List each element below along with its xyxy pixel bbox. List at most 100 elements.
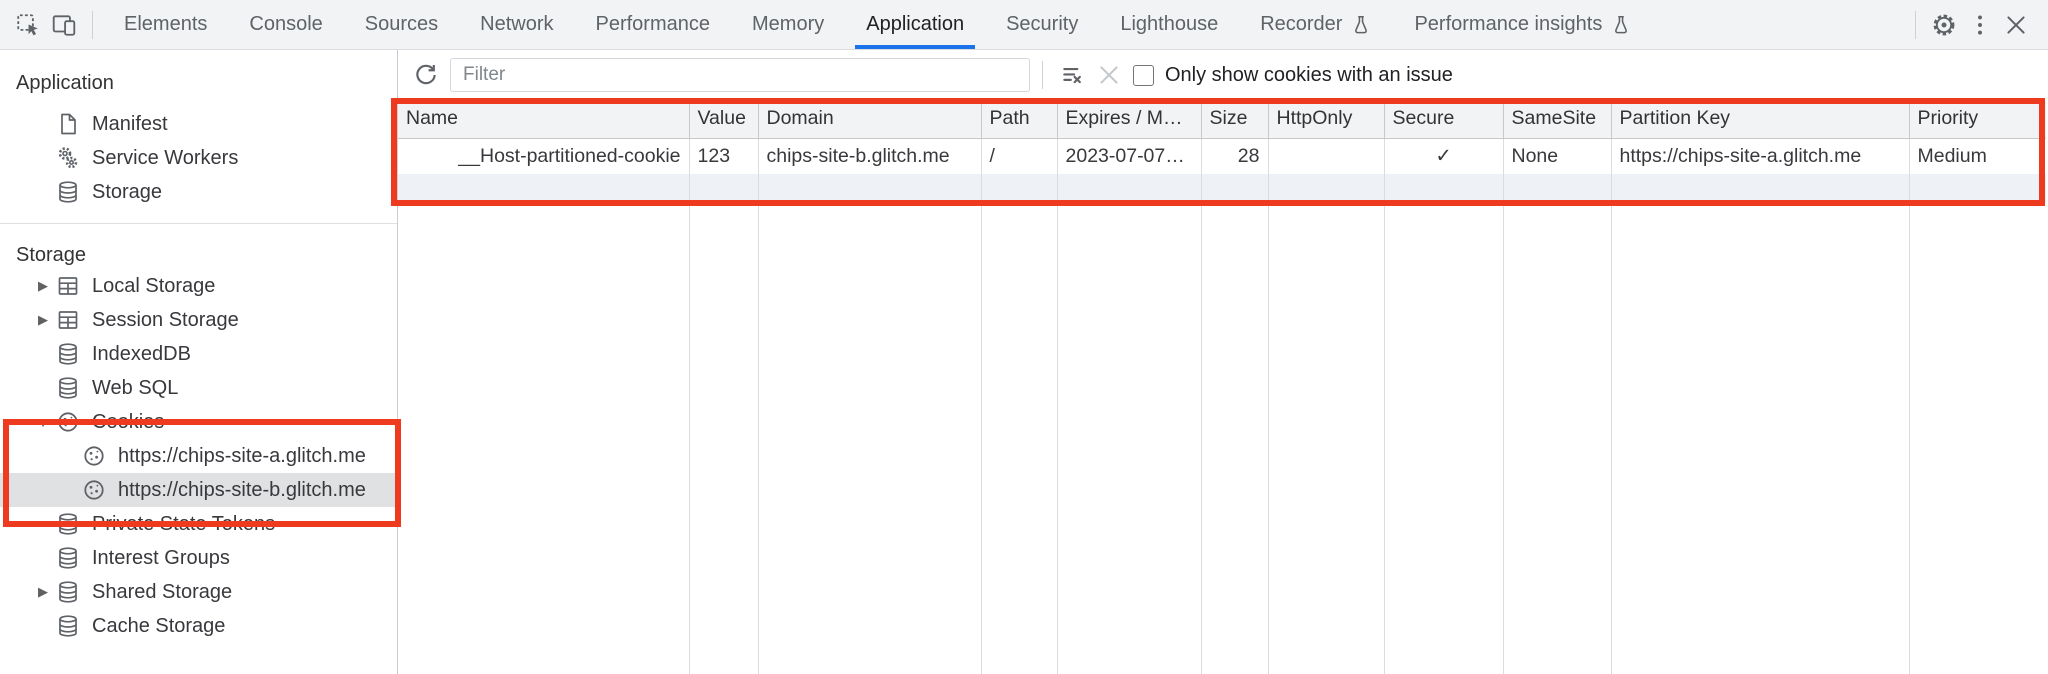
tab-label: Recorder bbox=[1260, 13, 1343, 35]
cell-size[interactable]: 28 bbox=[1201, 138, 1269, 174]
settings-button[interactable] bbox=[1926, 7, 1962, 43]
three-dot-menu-icon bbox=[1967, 12, 1993, 38]
only-issue-checkbox[interactable] bbox=[1133, 64, 1154, 86]
sidebar-item-label: Manifest bbox=[92, 112, 168, 135]
cookies-table-area: Name Value Domain Path Expires / M… Size… bbox=[398, 100, 2048, 674]
column-header-partition-key[interactable]: Partition Key bbox=[1611, 100, 1910, 139]
cell-domain[interactable]: chips-site-b.glitch.me bbox=[758, 138, 982, 174]
toolbar-separator bbox=[92, 10, 93, 39]
sidebar-item-cookies[interactable]: ▼ Cookies bbox=[0, 405, 397, 439]
sidebar-item-manifest[interactable]: Manifest bbox=[0, 107, 397, 141]
sidebar-section-storage-title: Storage bbox=[16, 244, 87, 266]
cell-value[interactable]: 123 bbox=[689, 138, 759, 174]
cookie-icon bbox=[82, 444, 106, 468]
tab-performance-insights[interactable]: Performance insights bbox=[1393, 0, 1653, 49]
cell-samesite[interactable]: None bbox=[1503, 138, 1612, 174]
clear-filter-icon bbox=[1060, 62, 1086, 88]
close-icon bbox=[2003, 12, 2029, 38]
application-sidebar: Application Manifest Service Workers Sto… bbox=[0, 50, 398, 674]
tab-performance[interactable]: Performance bbox=[595, 13, 711, 35]
tab-recorder[interactable]: Recorder bbox=[1239, 0, 1393, 49]
cell-partition-key[interactable]: https://chips-site-a.glitch.me bbox=[1611, 138, 1910, 174]
column-header-path[interactable]: Path bbox=[981, 100, 1058, 139]
sidebar-item-shared-storage[interactable]: ▶ Shared Storage bbox=[0, 575, 397, 609]
cell-path[interactable]: / bbox=[981, 138, 1058, 174]
column-header-value[interactable]: Value bbox=[689, 100, 759, 139]
sidebar-item-label: Interest Groups bbox=[92, 546, 230, 569]
tab-security[interactable]: Security bbox=[1006, 13, 1079, 35]
cell-priority[interactable]: Medium bbox=[1917, 144, 1987, 167]
sidebar-item-interest-groups[interactable]: Interest Groups bbox=[0, 541, 397, 575]
sidebar-item-local-storage[interactable]: ▶ Local Storage bbox=[0, 269, 397, 303]
column-header-httponly[interactable]: HttpOnly bbox=[1268, 100, 1385, 139]
sidebar-item-label: IndexedDB bbox=[92, 342, 191, 365]
tab-lighthouse[interactable]: Lighthouse bbox=[1120, 13, 1219, 35]
expander-expanded-icon[interactable]: ▼ bbox=[36, 414, 50, 430]
cookie-icon bbox=[56, 410, 80, 434]
sidebar-item-private-state-tokens[interactable]: Private State Tokens bbox=[0, 507, 397, 541]
cell-expires[interactable]: 2023-07-07… bbox=[1057, 138, 1202, 174]
sidebar-item-web-sql[interactable]: Web SQL bbox=[0, 371, 397, 405]
table-header-row: Name Value Domain Path Expires / M… Size… bbox=[398, 100, 2046, 139]
gears-icon bbox=[56, 146, 80, 170]
tab-application[interactable]: Application bbox=[845, 0, 985, 49]
gear-icon bbox=[1931, 12, 1957, 38]
database-icon bbox=[56, 342, 80, 366]
filter-input[interactable] bbox=[450, 58, 1030, 92]
tab-network[interactable]: Network bbox=[480, 13, 554, 35]
sidebar-item-label: Private State Tokens bbox=[92, 512, 276, 535]
column-header-domain[interactable]: Domain bbox=[758, 100, 982, 139]
refresh-button[interactable] bbox=[408, 57, 444, 93]
cell-name[interactable]: __Host-partitioned-cookie bbox=[398, 138, 690, 174]
column-header-expires[interactable]: Expires / M… bbox=[1057, 100, 1202, 139]
grid-icon bbox=[56, 308, 80, 332]
devtools-tabbar: Elements Console Sources Network Perform… bbox=[0, 0, 2048, 50]
sidebar-item-label: Web SQL bbox=[92, 376, 179, 399]
cell-httponly[interactable] bbox=[1268, 138, 1385, 174]
inspect-element-button[interactable] bbox=[10, 7, 46, 43]
sidebar-item-storage[interactable]: Storage bbox=[0, 175, 397, 209]
delete-all-button[interactable] bbox=[1091, 57, 1127, 93]
experiment-flask-icon bbox=[1350, 14, 1372, 36]
sidebar-item-service-workers[interactable]: Service Workers bbox=[0, 141, 397, 175]
column-header-samesite[interactable]: SameSite bbox=[1503, 100, 1612, 139]
sidebar-item-label: Cookies bbox=[92, 410, 165, 433]
expander-collapsed-icon[interactable]: ▶ bbox=[38, 278, 48, 293]
sidebar-item-label: Shared Storage bbox=[92, 580, 233, 603]
sidebar-item-label: Session Storage bbox=[92, 308, 239, 331]
more-options-button[interactable] bbox=[1962, 7, 1998, 43]
panel-tabs: Elements Console Sources Network Perform… bbox=[103, 0, 1653, 49]
cell-secure-checkmark[interactable]: ✓ bbox=[1384, 138, 1504, 174]
sidebar-item-session-storage[interactable]: ▶ Session Storage bbox=[0, 303, 397, 337]
column-header-secure[interactable]: Secure bbox=[1384, 100, 1504, 139]
sidebar-item-label: Service Workers bbox=[92, 146, 239, 169]
expander-collapsed-icon[interactable]: ▶ bbox=[38, 312, 48, 327]
tab-sources[interactable]: Sources bbox=[364, 13, 439, 35]
sidebar-item-cookies-chips-site-a[interactable]: https://chips-site-a.glitch.me bbox=[0, 439, 397, 473]
sidebar-item-label: https://chips-site-a.glitch.me bbox=[118, 444, 366, 467]
cookies-toolbar: Only show cookies with an issue bbox=[398, 50, 2048, 100]
only-issue-checkbox-label[interactable]: Only show cookies with an issue bbox=[1165, 63, 1453, 86]
device-toolbar-icon bbox=[51, 12, 77, 38]
device-toolbar-button[interactable] bbox=[46, 7, 82, 43]
sidebar-item-cache-storage[interactable]: Cache Storage bbox=[0, 609, 397, 643]
grid-icon bbox=[56, 274, 80, 298]
tab-memory[interactable]: Memory bbox=[752, 13, 825, 35]
sidebar-item-indexeddb[interactable]: IndexedDB bbox=[0, 337, 397, 371]
column-header-name[interactable]: Name bbox=[398, 100, 690, 139]
sidebar-item-label: Local Storage bbox=[92, 274, 216, 297]
cookie-row[interactable]: __Host-partitioned-cookie 123 chips-site… bbox=[398, 138, 2046, 174]
sidebar-item-cookies-chips-site-b[interactable]: https://chips-site-b.glitch.me bbox=[0, 473, 397, 507]
clear-filter-button[interactable] bbox=[1055, 57, 1091, 93]
column-header-priority[interactable]: Priority bbox=[1909, 100, 2046, 139]
expander-collapsed-icon[interactable]: ▶ bbox=[38, 584, 48, 599]
column-header-size[interactable]: Size bbox=[1201, 100, 1269, 139]
close-devtools-button[interactable] bbox=[1998, 7, 2034, 43]
tab-elements[interactable]: Elements bbox=[124, 13, 208, 35]
sidebar-divider bbox=[0, 223, 397, 224]
clear-x-icon bbox=[1096, 62, 1122, 88]
database-icon bbox=[56, 580, 80, 604]
database-icon bbox=[56, 614, 80, 638]
tab-console[interactable]: Console bbox=[249, 13, 323, 35]
